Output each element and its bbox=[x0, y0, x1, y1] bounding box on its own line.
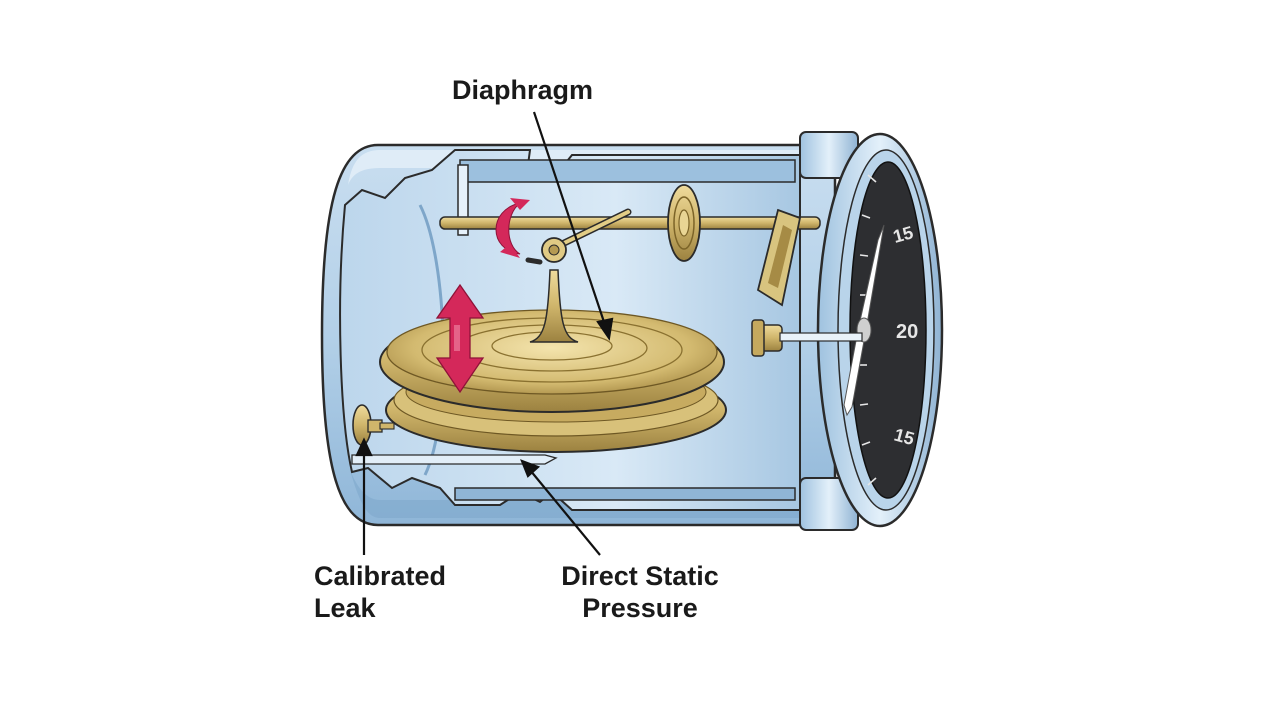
calibrated-leak-fitting bbox=[351, 404, 558, 465]
vertical-motion-arrow bbox=[435, 283, 485, 394]
label-direct-static-pressure: Direct Static Pressure bbox=[552, 560, 728, 624]
label-direct-static-pressure-line1: Direct Static bbox=[561, 561, 719, 591]
label-diaphragm: Diaphragm bbox=[452, 74, 593, 106]
sector-gear bbox=[667, 184, 701, 262]
rocking-shaft bbox=[439, 208, 821, 249]
label-calibrated-leak-line2: Leak bbox=[314, 593, 376, 623]
leader-lines bbox=[355, 111, 614, 556]
diaphragm-link-post bbox=[525, 237, 579, 343]
label-calibrated-leak-line1: Calibrated bbox=[314, 561, 447, 591]
dial-face bbox=[843, 161, 927, 499]
dial-number-middle: 20 bbox=[896, 321, 918, 343]
label-diaphragm-text: Diaphragm bbox=[452, 75, 594, 105]
rotation-arrow bbox=[495, 198, 530, 258]
pinion-linkage bbox=[751, 208, 863, 357]
label-direct-static-pressure-line2: Pressure bbox=[582, 593, 698, 623]
label-calibrated-leak: Calibrated Leak bbox=[314, 560, 446, 624]
